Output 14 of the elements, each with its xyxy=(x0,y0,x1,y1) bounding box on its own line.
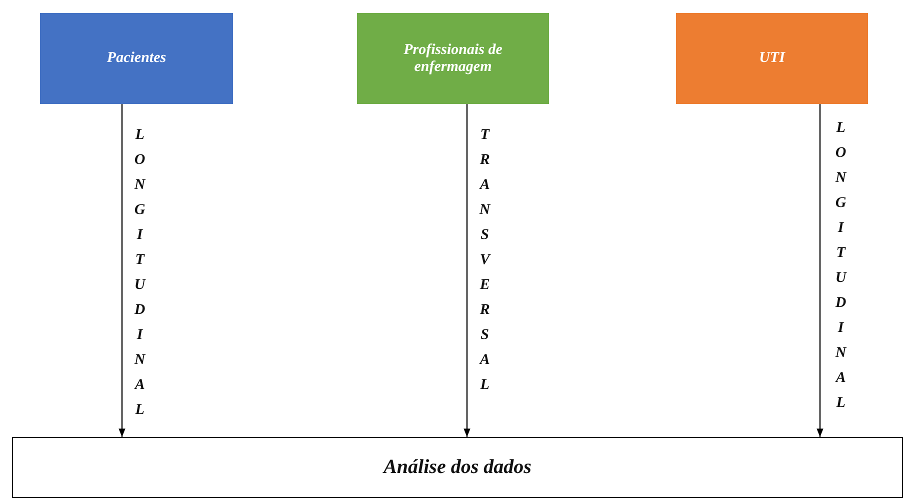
edge-label: LONGITUDINAL xyxy=(134,126,146,420)
category-box xyxy=(357,13,549,104)
analysis-box xyxy=(12,437,903,498)
node-label: Pacientes xyxy=(106,50,166,67)
category-box xyxy=(676,13,868,104)
category-box xyxy=(40,13,233,104)
edge-label: TRANSVERSAL xyxy=(479,126,491,395)
edge-label: LONGITUDINAL xyxy=(835,119,847,413)
node-label: Profissionais de enfermagem xyxy=(402,42,504,76)
node-label: UTI xyxy=(759,50,785,67)
node-label: Análise dos dados xyxy=(384,456,532,479)
arrow xyxy=(816,104,824,437)
arrow xyxy=(464,104,470,437)
arrow xyxy=(118,104,126,437)
